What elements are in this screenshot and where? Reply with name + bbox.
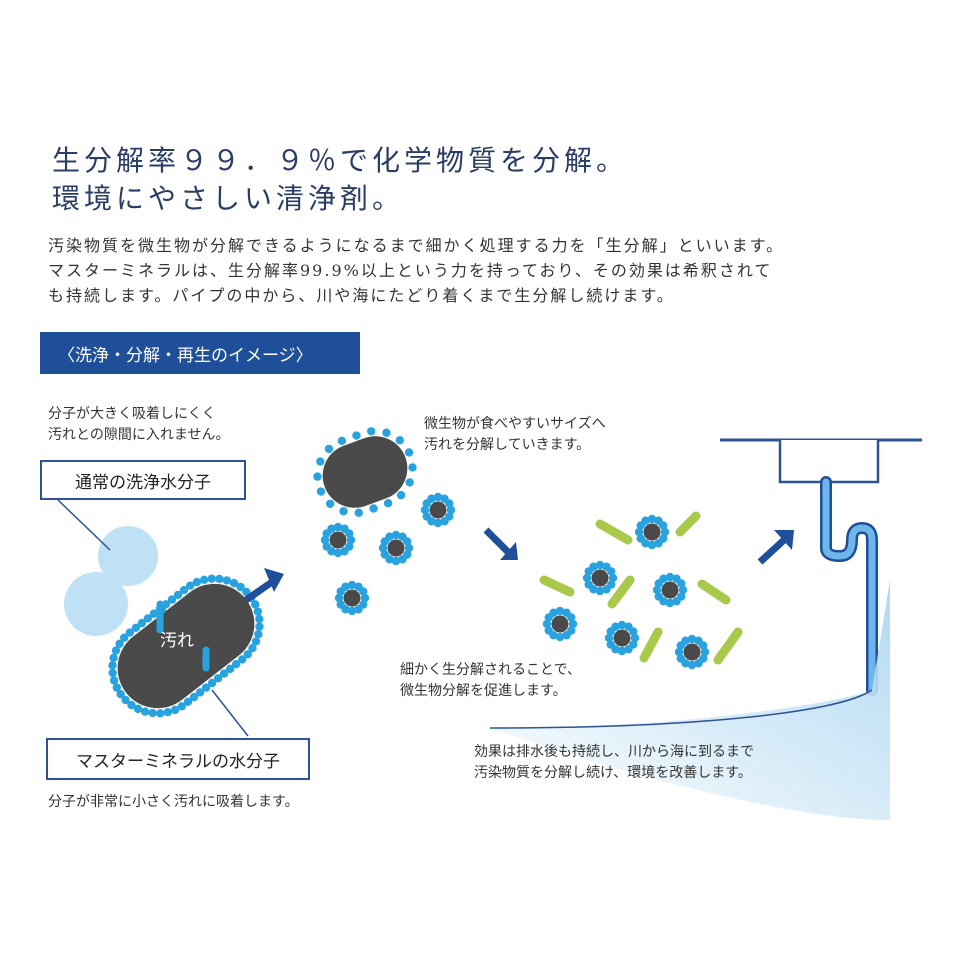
normal-water-molecules [64,526,158,636]
section-banner: 〈洗浄・分解・再生のイメージ〉 [40,332,360,374]
headline: 生分解率９９．９％で化学物質を分解。 環境にやさしい清浄剤。 [52,142,628,218]
effect-note: 効果は排水後も持続し、川から海に到るまで 汚染物質を分解し続け、環境を改善します… [474,742,754,784]
headline-line-1: 生分解率９９．９％で化学物質を分解。 [52,144,629,177]
normal-molecule-note-line-2: 汚れとの隙間に入れません。 [48,427,230,443]
microbes [539,511,743,665]
dirt-label: 汚れ [160,631,194,651]
normal-molecule-note: 分子が大きく吸着しにくく 汚れとの隙間に入れません。 [48,404,229,446]
dirt-cluster [334,580,370,616]
dirt-cluster [634,514,670,550]
biodegradation-note-line-2: 微生物分解を促進します。 [400,683,567,699]
mineral-molecule-label: マスターミネラルの水分子 [46,738,310,780]
arrow-down-right [483,527,518,560]
dirt-cluster [674,634,710,670]
biodegradation-note: 細かく生分解されることで、 微生物分解を促進します。 [400,660,581,702]
normal-molecule-note-line-1: 分子が大きく吸着しにくく [48,406,216,422]
arrow-up-right-2 [757,530,794,565]
dirt-cluster [320,522,356,558]
microbe-size-note-line-2: 汚れを分解していきます。 [424,437,591,453]
sink-pipe [720,438,922,696]
description-line-1: 汚染物質を微生物が分解できるようになるまで細かく処理する力を「生分解」といいます… [48,236,785,255]
dirt-cluster [378,530,414,566]
microbe-size-note-line-1: 微生物が食べやすいサイズへ [424,416,606,432]
description-paragraph: 汚染物質を微生物が分解できるようになるまで細かく処理する力を「生分解」といいます… [48,233,928,308]
pointer-line-mineral [211,689,249,737]
effect-note-line-2: 汚染物質を分解し続け、環境を改善します。 [474,765,752,781]
dirt-particle-large [108,574,264,718]
headline-line-2: 環境にやさしい清浄剤。 [52,182,405,215]
dirt-cluster [420,492,456,528]
dirt-cluster [604,620,640,656]
dirt-cluster [542,606,578,642]
biodegradation-note-line-1: 細かく生分解されることで、 [400,662,582,678]
water-flow [490,580,890,820]
description-line-3: も持続します。パイプの中から、川や海にたどり着くまで生分解し続けます。 [48,286,675,305]
arrow-up-right-1 [244,568,284,603]
mineral-molecule-note: 分子が非常に小さく汚れに吸着します。 [48,794,299,810]
effect-note-line-1: 効果は排水後も持続し、川から海に到るまで [474,744,754,760]
water-flow-edge [489,689,873,729]
microbe-size-note: 微生物が食べやすいサイズへ 汚れを分解していきます。 [424,414,606,456]
dirt-cluster [582,560,618,596]
description-line-2: マスターミネラルは、生分解率99.9%以上という力を持っており、その効果は希釈さ… [48,261,773,280]
dirt-particle-medium [313,427,417,517]
dirt-cluster [652,572,688,608]
normal-molecule-label: 通常の洗浄水分子 [40,460,246,500]
small-dirt-clusters [320,492,710,670]
pointer-line-normal [57,499,111,551]
